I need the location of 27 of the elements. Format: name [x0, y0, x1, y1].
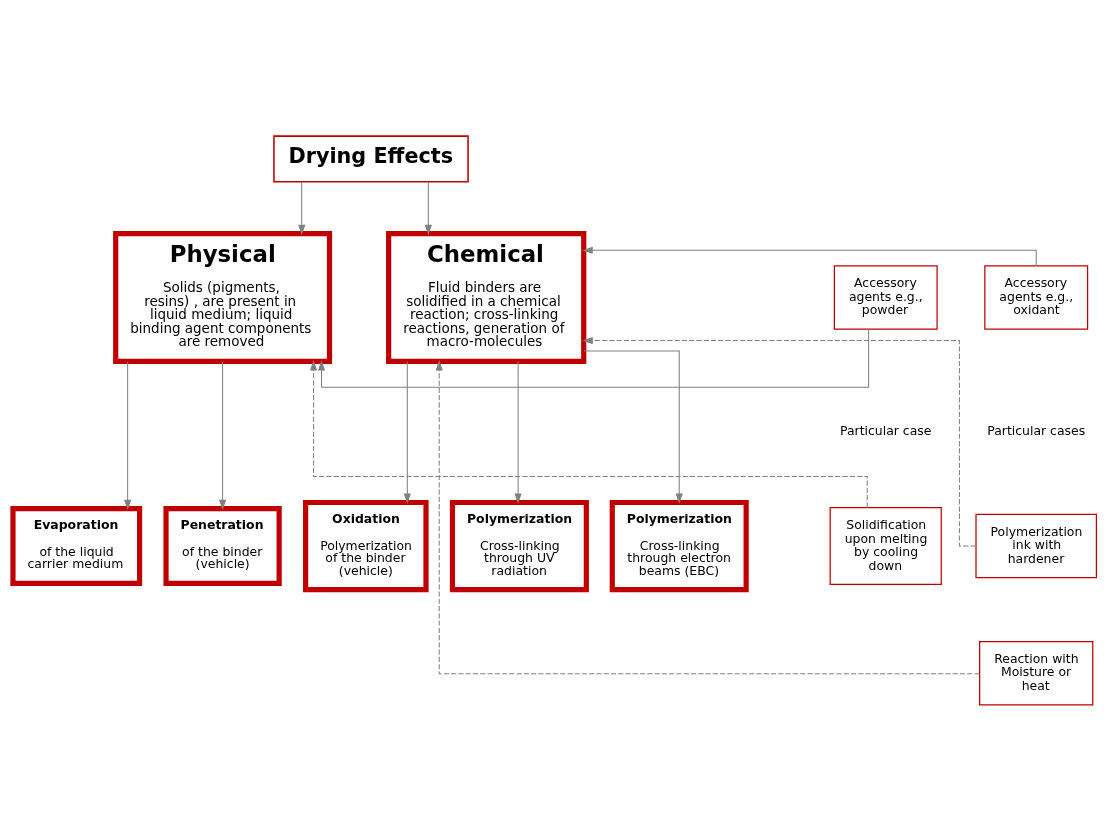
node-box: Physical Solids (pigments, resins) , are present in liquid medium; liquid binding agent components are removed	[113, 230, 333, 364]
node-box: Polymerization Cross-linking through UV radiation	[449, 499, 589, 592]
node-box: Accessory agents e.g., powder	[833, 264, 938, 330]
node-box: Evaporation of the liquid carrier medium	[10, 505, 143, 586]
arrow	[218, 360, 227, 510]
node-box: Solidification upon melting by cooling down	[829, 506, 942, 585]
arrow	[317, 328, 870, 388]
arrow	[124, 360, 132, 510]
node-box: Chemical Fluid binders are solidified in a chemical reaction; cross-linking reactions, generation of macro-molecules	[386, 230, 587, 364]
node-box: Reaction with Moisture or heat	[979, 640, 1094, 705]
node-box: Polymerization ink with hardener	[975, 513, 1098, 578]
label: Particular cases	[987, 422, 1086, 438]
arrow	[403, 360, 411, 504]
arrow	[583, 349, 683, 504]
node-box: Oxidation Polymerization of the binder (vehicle)	[303, 499, 429, 592]
arrow	[582, 336, 977, 547]
node-box: Accessory agents e.g., oxidant	[984, 264, 1089, 330]
arrow	[424, 180, 432, 235]
arrow	[309, 359, 868, 508]
arrow	[514, 360, 522, 504]
arrow	[298, 180, 306, 235]
arrow	[435, 359, 981, 674]
node-box: Drying Effects	[273, 134, 469, 183]
arrow	[582, 246, 1037, 266]
node-box: Polymerization Cross-linking through electron beams (EBC)	[609, 499, 749, 592]
node-box: Penetration of the binder (vehicle)	[163, 505, 282, 586]
label: Particular case	[840, 422, 932, 438]
